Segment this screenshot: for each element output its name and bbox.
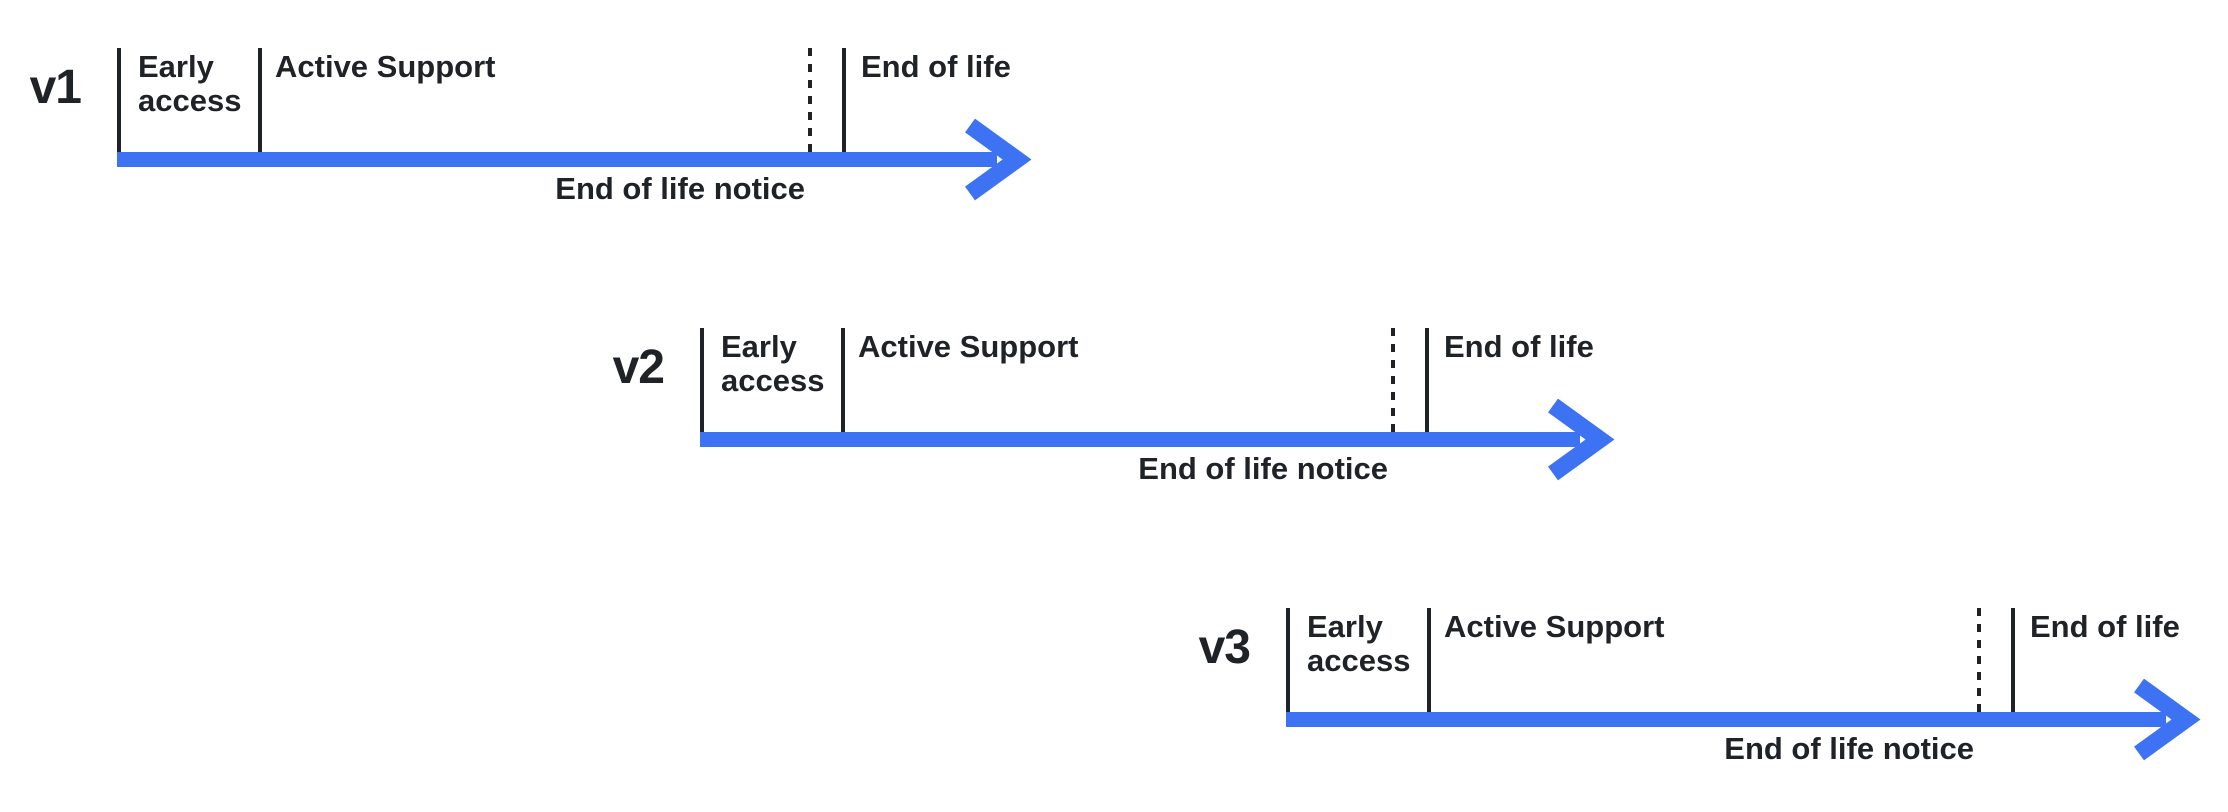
eol-notice-dashed-line (1977, 608, 1981, 712)
timeline-arrow-shaft (1286, 712, 2166, 727)
end-of-life-label: End of life (861, 49, 1011, 84)
end-of-life-tick (842, 48, 846, 152)
early-access-label: Early access (1307, 609, 1411, 678)
early-access-start-tick (117, 48, 121, 152)
timeline-v2: v2 Early access Active Support End of li… (613, 328, 1620, 498)
active-support-label: Active Support (858, 329, 1079, 364)
timeline-arrow-shaft (117, 152, 997, 167)
early-access-label: Early access (138, 49, 242, 118)
version-label-v1: v1 (29, 61, 82, 114)
active-support-start-tick (1427, 608, 1431, 712)
eol-notice-dashed-line (808, 48, 812, 152)
active-support-start-tick (258, 48, 262, 152)
end-of-life-notice-label: End of life notice (555, 171, 805, 206)
version-label-v2: v2 (612, 341, 665, 394)
version-label-v3: v3 (1198, 621, 1251, 674)
timeline-v3: v3 Early access Active Support End of li… (1199, 608, 2206, 778)
early-access-start-tick (1286, 608, 1290, 712)
eol-notice-dashed-line (1391, 328, 1395, 432)
arrow-head-icon (2134, 678, 2201, 761)
end-of-life-tick (2011, 608, 2015, 712)
end-of-life-tick (1425, 328, 1429, 432)
end-of-life-label: End of life (2030, 609, 2180, 644)
end-of-life-notice-label: End of life notice (1724, 731, 1974, 766)
active-support-start-tick (841, 328, 845, 432)
active-support-label: Active Support (1444, 609, 1665, 644)
arrow-head-icon (1548, 398, 1615, 481)
early-access-label: Early access (721, 329, 825, 398)
arrow-head-icon (965, 118, 1032, 201)
timeline-arrow-shaft (700, 432, 1580, 447)
active-support-label: Active Support (275, 49, 496, 84)
end-of-life-label: End of life (1444, 329, 1594, 364)
early-access-start-tick (700, 328, 704, 432)
timeline-v1: v1 Early access Active Support End of li… (30, 48, 1037, 218)
end-of-life-notice-label: End of life notice (1138, 451, 1388, 486)
